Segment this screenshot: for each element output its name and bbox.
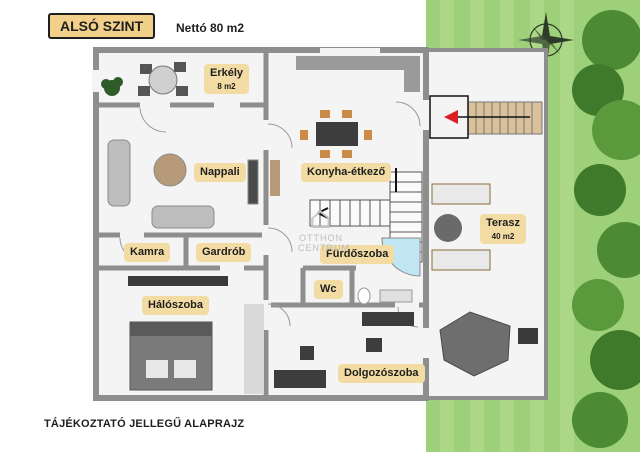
terrace-furniture <box>431 183 538 377</box>
plant-icon <box>101 77 123 96</box>
watermark: ⌂ OTTHON CENTRUM <box>298 201 350 254</box>
room-name: Gardrób <box>202 246 246 258</box>
room-name: Kamra <box>130 246 165 258</box>
room-label-dolgozoszoba: Dolgozószoba <box>338 364 425 383</box>
balcony-table-set <box>138 62 188 96</box>
room-label-haloszoba: Hálószoba <box>142 296 210 315</box>
room-label-erkely: Erkély 8 m2 <box>204 64 250 94</box>
room-name: Fürdőszoba <box>326 248 389 260</box>
exterior-staircase <box>429 95 543 139</box>
room-name: Erkély <box>210 67 244 79</box>
room-name: Nappali <box>200 166 240 178</box>
room-label-furdoszoba: Fürdőszoba <box>320 245 395 264</box>
room-label-kamra: Kamra <box>124 243 171 262</box>
room-label-wc: Wc <box>314 280 343 299</box>
room-name: Hálószoba <box>148 299 204 311</box>
disclaimer-note: TÁJÉKOZTATÓ JELLEGŰ ALAPRAJZ <box>44 418 245 430</box>
bed <box>128 276 264 394</box>
watermark-logo: ⌂ <box>309 201 333 236</box>
room-area: 8 m2 <box>217 81 236 91</box>
room-label-gardrob: Gardrób <box>196 243 252 262</box>
net-area: Nettó 80 m2 <box>176 21 245 35</box>
room-name: Konyha-étkező <box>307 166 386 178</box>
living-room-sofas <box>107 139 259 229</box>
room-name: Dolgozószoba <box>344 367 419 379</box>
door-gaps <box>92 48 431 358</box>
office-furniture <box>274 312 414 388</box>
watermark-line2: CENTRUM <box>298 242 350 253</box>
room-label-terasz: Terasz 40 m2 <box>480 214 527 244</box>
stairs-arrow-icon <box>317 168 397 219</box>
room-label-konyha: Konyha-étkező <box>301 163 392 182</box>
stairs-arrow-icon <box>444 110 530 124</box>
watermark-line1: OTTHON <box>299 233 343 243</box>
kitchen-counter <box>270 56 420 196</box>
room-name: Terasz <box>486 217 521 229</box>
room-area: 40 m2 <box>491 231 515 241</box>
room-label-nappali: Nappali <box>194 163 246 182</box>
room-name: Wc <box>320 283 337 295</box>
level-title: ALSÓ SZINT <box>48 13 156 39</box>
tree-icon <box>572 10 640 448</box>
